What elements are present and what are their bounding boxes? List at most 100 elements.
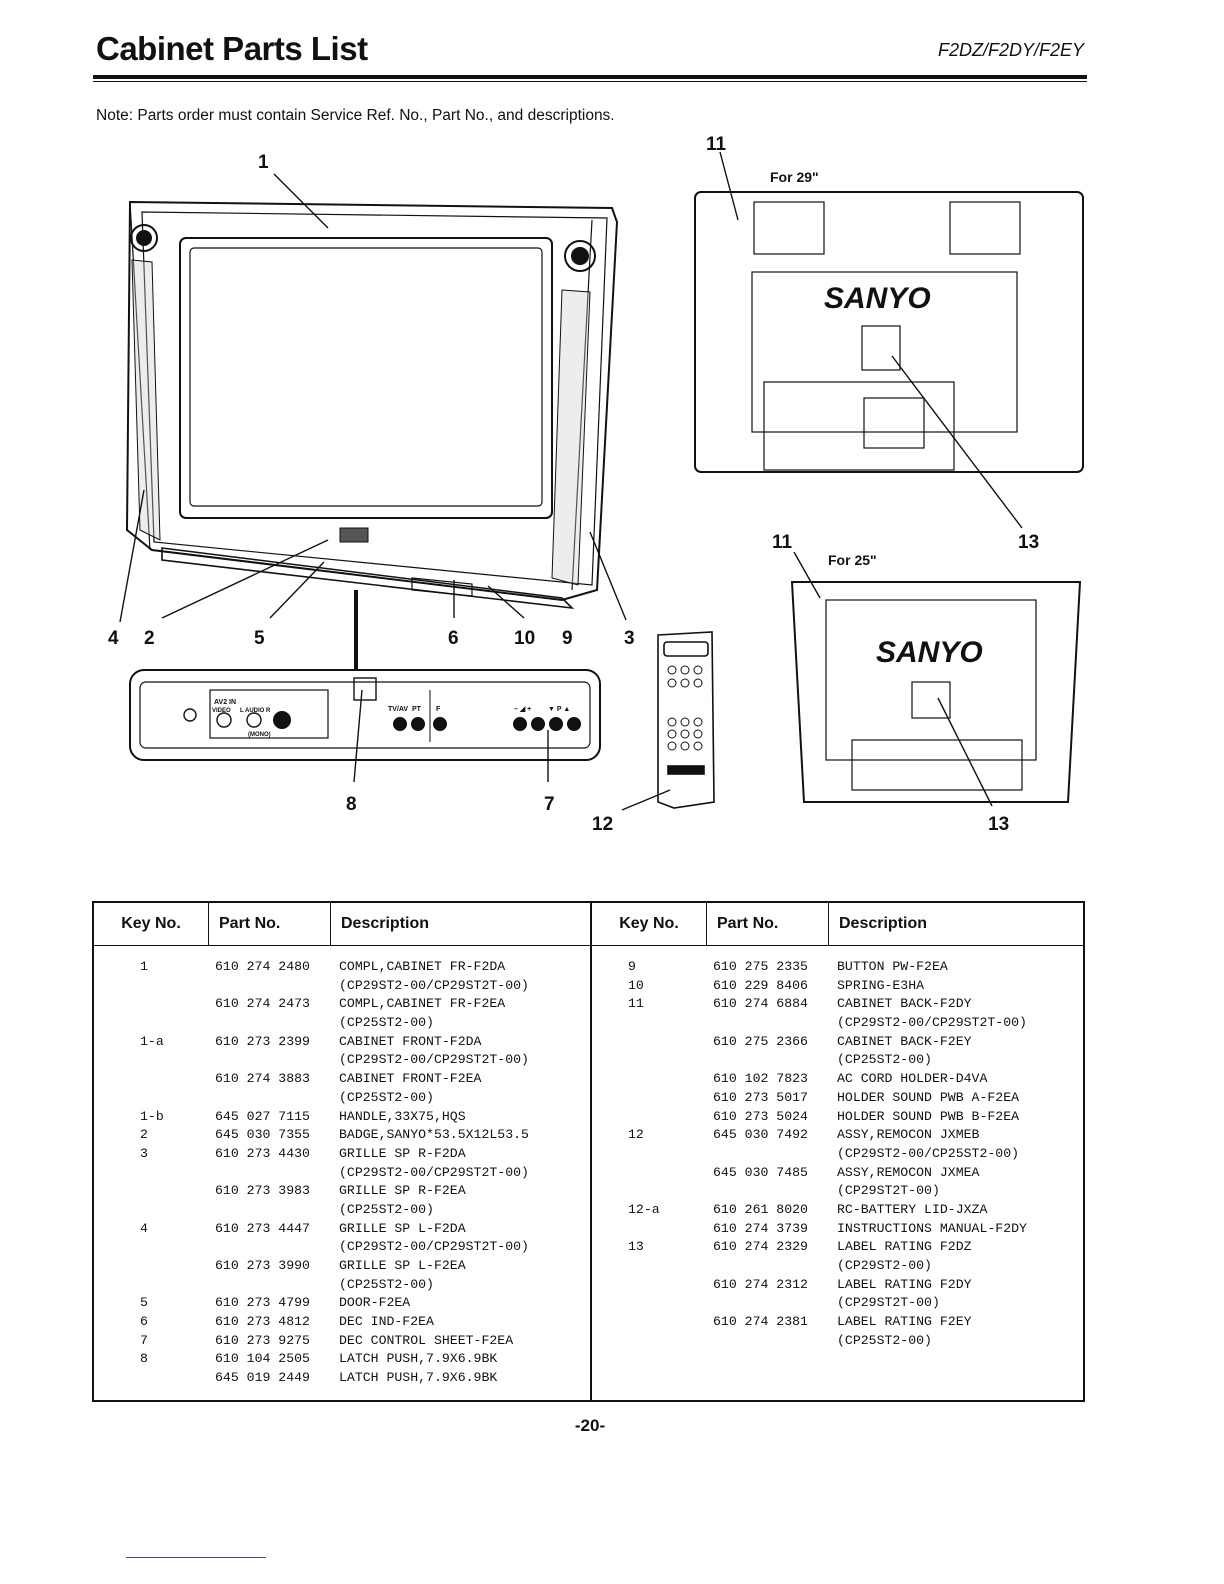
key-no-cell (94, 1164, 209, 1183)
description-cell: CABINET FRONT-F2DA (339, 1033, 482, 1049)
description-cell: GRILLE SP R-F2EA (339, 1183, 466, 1199)
callout-13-25: 13 (988, 814, 1009, 835)
table-row: 610 274 3739 INSTRUCTIONS MANUAL-F2DY (592, 1220, 1083, 1239)
table-row: (CP25ST2-00) (94, 1201, 590, 1220)
description-cell: GRILLE SP L-F2EA (339, 1258, 466, 1273)
header-key-no: Key No. (592, 903, 707, 945)
key-no-cell (94, 1257, 209, 1276)
part-no-cell (209, 1051, 331, 1070)
description-cell: GRILLE SP R-F2DA (339, 1145, 466, 1161)
callout-3: 3 (624, 628, 635, 649)
table-row: 1-a 610 273 2399 CABINET FRONT-F2DA (94, 1033, 590, 1052)
description-cell: HOLDER SOUND PWB B-F2EA (837, 1108, 1020, 1124)
key-no-cell: 2 (140, 1127, 148, 1143)
key-no-cell (592, 1276, 707, 1295)
key-no-cell: 5 (140, 1295, 148, 1311)
part-no-cell (707, 1182, 829, 1201)
callout-4: 4 (108, 628, 119, 649)
description-cell: (CP29ST2-00/CP29ST2T-00) (339, 977, 529, 993)
table-row: (CP29ST2-00/CP29ST2T-00) (94, 977, 590, 996)
key-no-cell (592, 1332, 707, 1351)
description-cell: AC CORD HOLDER-D4VA (837, 1071, 988, 1087)
callout-8: 8 (346, 794, 357, 815)
audio-label: L AUDIO R (240, 708, 271, 714)
callout-7: 7 (544, 794, 555, 815)
table-row: (CP25ST2-00) (94, 1089, 590, 1108)
description-cell: (CP25ST2-00) (837, 1332, 932, 1348)
header-description: Description (839, 915, 928, 932)
table-row: (CP29ST2-00/CP29ST2T-00) (94, 1164, 590, 1183)
callout-2: 2 (144, 628, 155, 649)
key-no-cell: 13 (628, 1239, 644, 1255)
tv-back-29-drawing (694, 191, 1084, 473)
key-no-cell (592, 1220, 707, 1239)
description-cell: (CP29ST2-00/CP29ST2T-00) (339, 1052, 529, 1068)
key-no-cell: 8 (140, 1351, 148, 1367)
key-no-cell: 1-a (140, 1033, 164, 1049)
part-no-cell: 645 030 7485 (713, 1164, 808, 1180)
page-title: Cabinet Parts List (96, 30, 368, 67)
description-cell: ASSY,REMOCON JXMEA (837, 1164, 980, 1180)
description-cell: (CP29ST2T-00) (837, 1183, 940, 1199)
order-note: Note: Parts order must contain Service R… (96, 107, 615, 124)
part-no-cell: 610 273 4799 (215, 1295, 310, 1311)
description-cell: (CP29ST2T-00) (837, 1295, 940, 1311)
table-row: (CP25ST2-00) (94, 1014, 590, 1033)
label-for-25: For 25" (828, 552, 877, 568)
table-row: (CP29ST2T-00) (592, 1182, 1083, 1201)
tv-front-drawing (125, 200, 619, 610)
header-part-no: Part No. (209, 903, 331, 945)
part-no-cell: 645 030 7492 (713, 1127, 808, 1143)
description-cell: DOOR-F2EA (339, 1295, 411, 1311)
description-cell: INSTRUCTIONS MANUAL-F2DY (837, 1220, 1027, 1236)
f-label: F (436, 706, 441, 713)
part-no-cell: 610 274 3739 (713, 1220, 808, 1236)
part-no-cell: 610 273 4447 (215, 1220, 310, 1236)
part-no-cell (707, 1257, 829, 1276)
header-key-no: Key No. (94, 903, 209, 945)
key-no-cell (94, 1182, 209, 1201)
part-no-cell (707, 1051, 829, 1070)
part-no-cell (209, 977, 331, 996)
description-cell: DEC CONTROL SHEET-F2EA (339, 1332, 514, 1348)
part-no-cell: 610 273 5024 (713, 1108, 808, 1124)
footer-link-line[interactable] (126, 1557, 266, 1558)
table-row: (CP29ST2-00/CP29ST2T-00) (94, 1051, 590, 1070)
tvav-label: TV/AV (388, 706, 408, 713)
callout-10: 10 (514, 628, 535, 649)
callout-12: 12 (592, 814, 613, 835)
key-no-cell (592, 1313, 707, 1332)
description-cell: SPRING-E3HA (837, 977, 925, 993)
brand-logo-29: SANYO (824, 282, 931, 315)
description-cell: LABEL RATING F2EY (837, 1314, 972, 1330)
key-no-cell: 10 (628, 977, 644, 993)
description-cell: BUTTON PW-F2EA (837, 959, 948, 974)
table-row: (CP25ST2-00) (592, 1332, 1083, 1351)
description-cell: (CP29ST2-00/CP25ST2-00) (837, 1145, 1020, 1161)
key-no-cell: 12-a (628, 1201, 660, 1217)
key-no-cell: 1-b (140, 1108, 164, 1124)
description-cell: DEC IND-F2EA (339, 1314, 434, 1330)
part-no-cell (209, 1276, 331, 1295)
description-cell: COMPL,CABINET FR-F2DA (339, 959, 506, 974)
table-row: 645 030 7485 ASSY,REMOCON JXMEA (592, 1164, 1083, 1183)
description-cell: CABINET FRONT-F2EA (339, 1071, 482, 1087)
key-no-cell (592, 1257, 707, 1276)
description-cell: (CP25ST2-00) (339, 1201, 434, 1217)
part-no-cell: 610 273 2399 (215, 1033, 310, 1049)
